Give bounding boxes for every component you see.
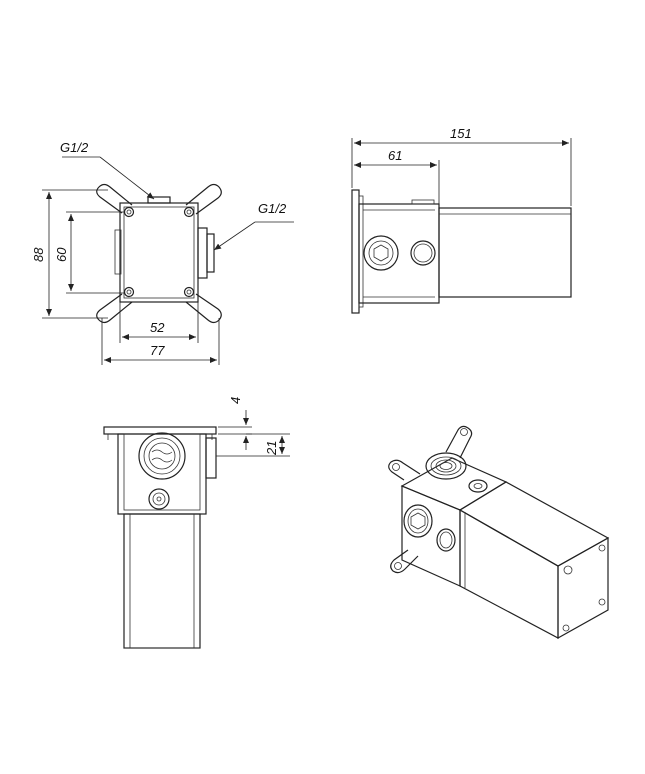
iso-tube-side xyxy=(459,508,559,639)
side-view: 151 61 xyxy=(351,126,572,314)
top-outlet xyxy=(147,196,171,204)
dim-length-total: 151 xyxy=(450,126,472,141)
iso-top-inlet xyxy=(425,452,467,480)
dim-width-inner: 52 xyxy=(150,320,165,335)
iso-tube-end xyxy=(557,536,609,640)
dim-length-partial: 61 xyxy=(388,148,402,163)
dim-height-outer: 88 xyxy=(31,247,46,262)
dim-offset-small: 4 xyxy=(228,397,243,404)
top-view: 4 21 xyxy=(103,397,290,649)
front-view: G1/2 G1/2 88 60 52 77 xyxy=(31,140,294,365)
body-block xyxy=(358,203,440,304)
top-tube xyxy=(123,513,201,649)
mounting-flange xyxy=(351,189,360,314)
housing-body xyxy=(119,202,199,303)
dim-offset-depth: 21 xyxy=(264,441,279,456)
iso-top-knob xyxy=(468,479,488,493)
isometric-view xyxy=(388,425,610,640)
iso-ear-bottom-left xyxy=(390,549,419,574)
selector-knob xyxy=(148,488,170,510)
iso-round-port xyxy=(436,528,456,552)
iso-housing-top xyxy=(400,457,508,511)
thread-label-side: G1/2 xyxy=(258,201,287,216)
iso-hex-port xyxy=(403,504,433,538)
iso-ear-top-left xyxy=(388,459,421,481)
screw-holes xyxy=(123,206,195,298)
iso-tube-top xyxy=(458,481,610,567)
side-outlet xyxy=(197,227,208,279)
hex-port xyxy=(363,235,399,271)
iso-ear-top-right xyxy=(445,425,473,459)
dim-width-outer: 77 xyxy=(150,343,165,358)
thread-label-top: G1/2 xyxy=(60,140,89,155)
inlet-port xyxy=(138,432,186,480)
dim-height-inner: 60 xyxy=(54,247,69,262)
round-port xyxy=(410,240,436,266)
extension-tube xyxy=(438,207,572,298)
